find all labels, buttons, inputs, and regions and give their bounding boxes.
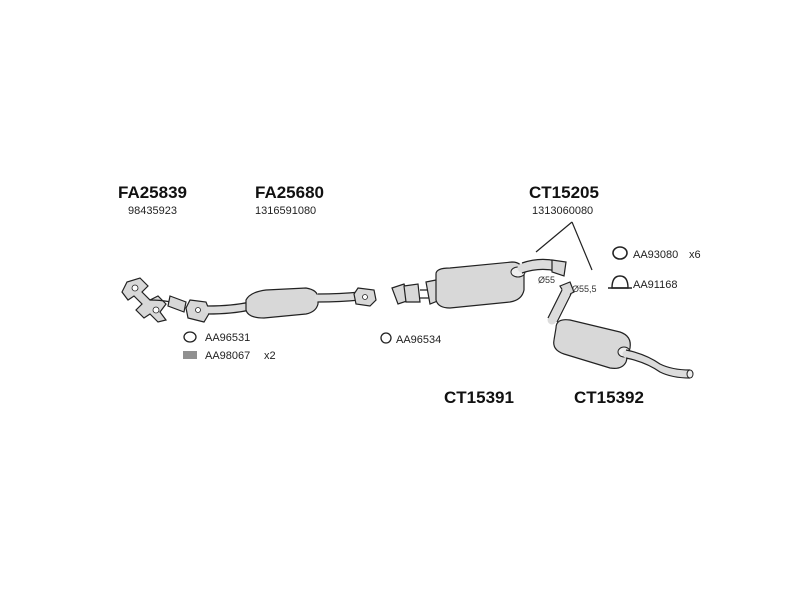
oem-number-fa25839: 98435923 [128,205,177,217]
part-code-ct15391: CT15391 [444,388,514,407]
centre-silencer-ct15205 [391,258,567,309]
gasket-ring-icon [380,332,392,344]
part-code-fa25839: FA25839 [118,183,187,202]
gasket-ring-icon [183,331,197,343]
oem-number-ct15205: 1313060080 [532,205,593,217]
accessory-aa96531: AA96531 [205,332,250,344]
part-code-ct15205: CT15205 [529,183,599,202]
rubber-ring-icon [612,246,628,260]
part-code-fa25680: FA25680 [255,183,324,202]
clamp-icon [608,275,632,289]
front-pipe-fa25839 [121,277,187,323]
oem-number-fa25680: 1316591080 [255,205,316,217]
dimension-d55: Ø55 [538,275,555,285]
middle-pipe-fa25680 [185,287,377,323]
spring-icon [183,351,197,359]
dimension-d555: Ø55,5 [572,284,597,294]
part-code-ct15392: CT15392 [574,388,644,407]
leader-line-ct15205 [535,221,593,271]
accessory-aa91168: AA91168 [633,279,677,291]
rear-silencer-ct15392 [547,281,694,379]
accessory-aa93080: AA93080 [633,249,678,261]
accessory-aa98067-qty: x2 [264,350,276,362]
accessory-aa93080-qty: x6 [689,249,701,261]
accessory-aa96534: AA96534 [396,334,441,346]
accessory-aa98067: AA98067 [205,350,250,362]
